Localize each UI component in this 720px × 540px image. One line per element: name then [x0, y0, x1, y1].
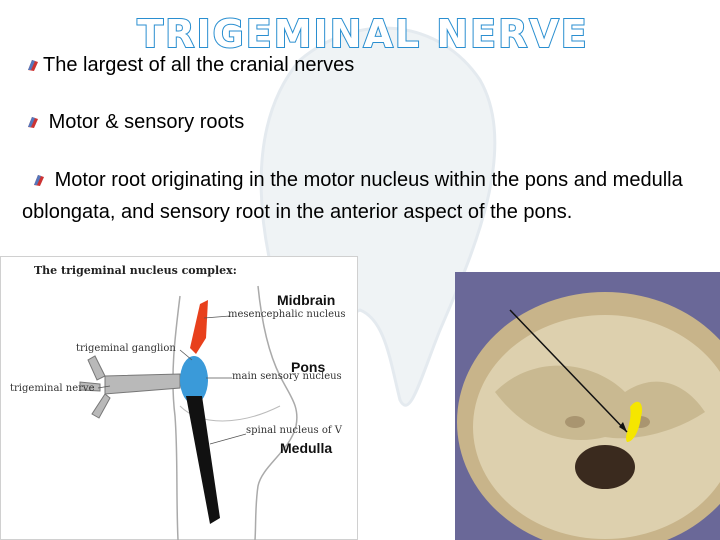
- bullet-item: Motor & sensory roots: [26, 106, 244, 138]
- bullet-text: Motor & sensory roots: [48, 111, 245, 133]
- midbrain-label: Midbrain: [277, 292, 336, 308]
- bullet-icon: [34, 175, 44, 186]
- bullet-item: Motor root originating in the motor nucl…: [22, 164, 720, 228]
- main-sensory-label: main sensory nucleus: [232, 371, 342, 382]
- spinal-nucleus-label: spinal nucleus of V: [246, 425, 342, 436]
- brainstem-drawing: [79, 285, 298, 540]
- mesencephalic-label: mesencephalic nucleus: [228, 309, 346, 320]
- bullet-text: Motor root originating in the motor nucl…: [22, 169, 683, 223]
- ganglion-label: trigeminal ganglion: [76, 343, 176, 354]
- pons-label: Pons: [291, 359, 326, 375]
- skull-base-image: [457, 292, 720, 540]
- trigeminal-nerve-label: trigeminal nerve: [10, 383, 95, 394]
- bullet-icon: [28, 117, 38, 128]
- bullet-text: The largest of all the cranial nerves: [43, 54, 355, 76]
- slide-title: TRIGEMINAL NERVE: [136, 11, 589, 57]
- bullet-item: The largest of all the cranial nerves: [26, 49, 354, 81]
- medulla-label: Medulla: [280, 440, 333, 456]
- diagram-title: The trigeminal nucleus complex:: [34, 264, 237, 277]
- spinal-nucleus: [186, 396, 220, 524]
- mesencephalic-nucleus: [190, 300, 208, 354]
- bullet-icon: [28, 60, 38, 71]
- main-sensory-nucleus: [180, 356, 208, 404]
